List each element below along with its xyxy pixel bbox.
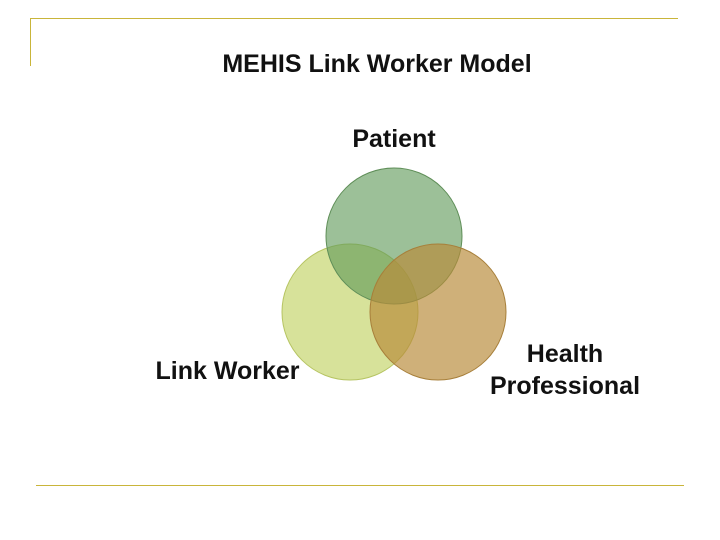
label-health-professional: Health Professional [470,338,660,402]
slide-title: MEHIS Link Worker Model [222,50,532,78]
top-rule-line [30,18,678,19]
label-link-worker: Link Worker [155,357,300,385]
bottom-rule-line [36,485,684,486]
venn-circle-health-professional [369,243,507,381]
label-patient: Patient [352,125,436,153]
label-health-line1: Health [526,340,604,368]
label-health-line2: Professional [489,372,641,400]
left-rule-line [30,18,31,66]
